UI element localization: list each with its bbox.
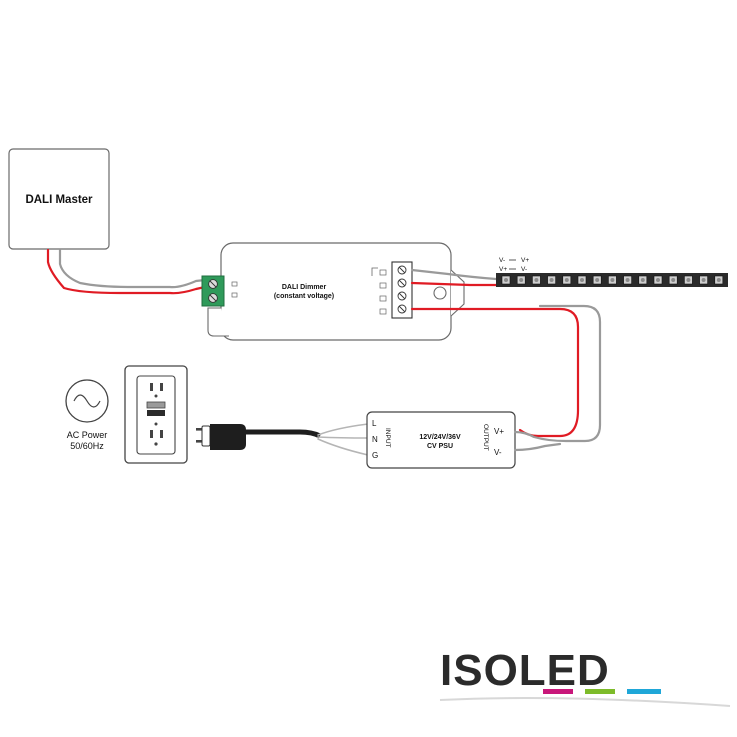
logo-bar-green [585, 689, 615, 694]
led-chip-lens [701, 278, 706, 282]
psu-input-label: INPUT [384, 428, 391, 448]
dimmer-output-terminal [371, 261, 413, 319]
dimmer-bus-terminal [201, 275, 225, 307]
led-chip-lens [564, 278, 569, 282]
led-chip-lens [716, 278, 721, 282]
dali-master-label: DALI Master [25, 194, 93, 206]
psu-terminal-l: L [372, 419, 377, 428]
isoled-logo: ISOLED [439, 646, 731, 707]
psu-terminal-vminus: V- [494, 448, 502, 457]
led-chip-lens [625, 278, 630, 282]
dali-dimmer-unit: DALI Dimmer (constant voltage) [201, 242, 465, 341]
cv-psu-unit: L N G INPUT 12V/24V/36V CV PSU OUTPUT V+… [366, 411, 516, 469]
led-chip-lens [534, 278, 539, 282]
logo-bar-cyan [627, 689, 661, 694]
led-chip-lens [549, 278, 554, 282]
logo-bar-magenta [543, 689, 573, 694]
logo-text: ISOLED [440, 646, 610, 695]
led-chip-lens [610, 278, 615, 282]
led-chip-lens [580, 278, 584, 282]
psu-label-line2: CV PSU [427, 443, 453, 450]
ac-power-label-line1: AC Power [67, 430, 108, 440]
bus-wires [46, 248, 207, 295]
psu-label-line1: 12V/24V/36V [419, 434, 461, 441]
led-chip-lens [595, 278, 600, 282]
strip-label-vplus-2: V+ [499, 266, 507, 273]
dimmer-label-line2: (constant voltage) [274, 293, 334, 300]
led-strip [496, 273, 728, 287]
sine-wave-icon [73, 394, 101, 408]
strip-polarity-labels: V- V+ V+ V- [499, 257, 529, 273]
psu-terminal-g: G [372, 451, 378, 460]
psu-terminal-n: N [372, 435, 378, 444]
strip-label-vminus: V- [499, 257, 505, 264]
led-chip-lens [504, 278, 508, 282]
led-chip-lens [671, 278, 676, 282]
psu-terminal-vplus: V+ [494, 427, 504, 436]
psu-input-wires [317, 423, 369, 456]
psu-output-wires [513, 304, 602, 452]
psu-output-label: OUTPUT [482, 424, 489, 451]
dali-master-unit: DALI Master [8, 148, 110, 250]
strip-label-vplus-1: V+ [521, 257, 529, 264]
led-chip-lens [656, 278, 660, 282]
strip-label-vminus-2: V- [521, 266, 527, 273]
led-chip-lens [640, 278, 645, 282]
led-chip-lens [519, 278, 524, 282]
dimmer-label-line1: DALI Dimmer [282, 284, 327, 291]
wall-outlet [124, 365, 188, 464]
ac-power-source: AC Power 50/60Hz [65, 379, 109, 451]
mains-plug [196, 424, 322, 450]
ac-power-label-line2: 50/60Hz [70, 441, 104, 451]
led-chip-lens [686, 278, 691, 282]
